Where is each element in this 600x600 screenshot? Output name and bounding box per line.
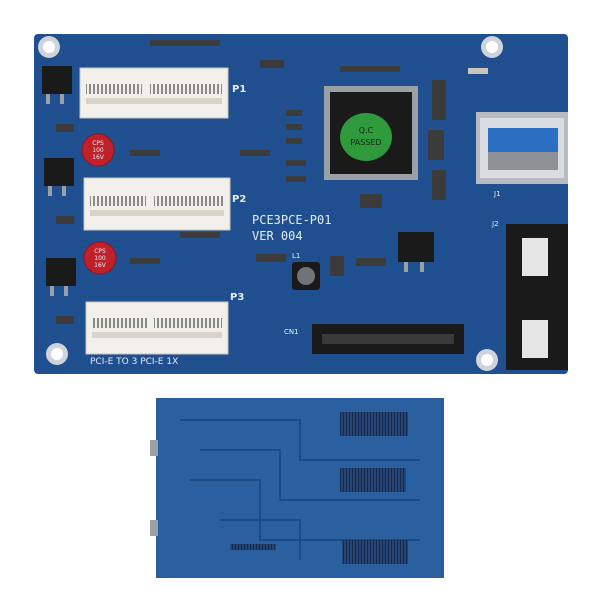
- mounting-holes: [38, 36, 503, 371]
- capacitor-1-text-b: 100: [92, 147, 104, 154]
- power-label: J2: [491, 220, 499, 228]
- capacitor-2-text-a: CPS: [94, 248, 106, 255]
- smd-components: [56, 40, 488, 324]
- back-board: [150, 398, 444, 578]
- pcie-slot-p2: P2: [83, 177, 246, 231]
- capacitor-2-text-b: 100: [94, 255, 106, 262]
- pcie-slot-p3: P3: [85, 292, 244, 355]
- controller-chip: Q.C PASSED: [324, 86, 418, 180]
- front-board: P1 P2 P3 CPS 1: [34, 34, 568, 374]
- board-model: PCE3PCE-P01: [252, 213, 331, 227]
- slot-label-p2: P2: [232, 194, 246, 205]
- back-pin-array-2: [340, 468, 406, 492]
- qc-sticker-line2: PASSED: [350, 138, 381, 147]
- back-pin-row: [230, 544, 276, 550]
- board-caption: PCI-E TO 3 PCI-E 1X: [90, 357, 178, 367]
- pcie-slot-p1: P1: [79, 67, 246, 119]
- capacitor-2: CPS 100 16V: [83, 241, 117, 275]
- usb-label: J1: [493, 190, 501, 198]
- capacitor-1: CPS 100 16V: [81, 133, 115, 167]
- slot-label-p1: P1: [232, 84, 246, 95]
- capacitor-1-text-a: CPS: [92, 140, 104, 147]
- flat-cable-label: CN1: [284, 328, 299, 336]
- capacitor-2-text-c: 16V: [94, 262, 107, 269]
- back-pin-array-3: [342, 540, 408, 564]
- capacitor-1-text-c: 16V: [92, 154, 105, 161]
- voltage-regulators: [42, 66, 434, 296]
- inductor-label: L1: [292, 252, 300, 260]
- board-version: VER 004: [252, 229, 303, 243]
- back-trace-lines: [180, 419, 420, 560]
- inductor-l1: L1: [292, 252, 320, 290]
- back-pin-array-1: [340, 412, 408, 436]
- usb-connector: J1: [476, 112, 568, 198]
- power-connector: J2: [491, 220, 568, 370]
- qc-sticker-line1: Q.C: [359, 126, 374, 135]
- flat-cable-connector: CN1: [284, 324, 464, 354]
- slot-label-p3: P3: [230, 292, 244, 303]
